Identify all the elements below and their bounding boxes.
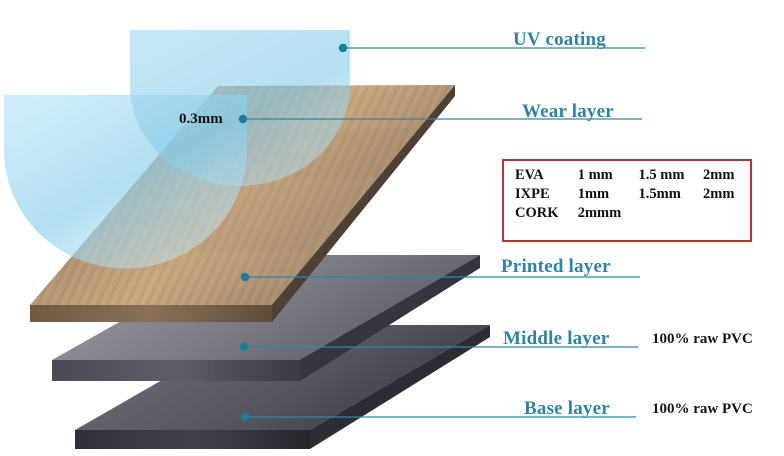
leader-dot-base	[240, 412, 250, 422]
leader-dots	[238, 43, 348, 422]
callout-label-wear-layer: Wear layer	[522, 101, 614, 122]
spec-cork-value-2	[639, 204, 704, 223]
leader-dot-uv	[338, 43, 348, 53]
spec-eva-value-1: 1 mm	[577, 167, 613, 183]
spec-material-ixpe: IXPE	[515, 186, 550, 202]
spec-eva-value-3: 2mm	[703, 167, 735, 183]
spec-ixpe-value-3: 2mm	[703, 186, 735, 202]
leader-dot-wear	[238, 114, 248, 124]
table-row: EVA 1 mm 1.5 mm 2mm	[515, 166, 750, 185]
callout-label-middle-layer: Middle layer	[503, 328, 610, 349]
callout-label-base-layer: Base layer	[524, 398, 610, 419]
spec-cork-value-1: 2mmm	[577, 205, 622, 221]
leader-lines	[243, 47, 645, 418]
uv-coating-glow	[130, 30, 350, 186]
spec-material-eva: EVA	[515, 167, 544, 183]
note-base-layer-material: 100% raw PVC	[652, 401, 753, 417]
spec-ixpe-value-2: 1.5mm	[638, 186, 681, 202]
thickness-label-0-3mm: 0.3mm	[179, 111, 223, 127]
spec-cork-value-3	[703, 204, 750, 223]
underlayment-spec-table: EVA 1 mm 1.5 mm 2mm IXPE 1mm 1.5mm 2mm C…	[515, 166, 750, 223]
spec-ixpe-value-1: 1mm	[577, 186, 610, 202]
callout-label-printed-layer: Printed layer	[501, 256, 611, 277]
note-middle-layer-material: 100% raw PVC	[652, 331, 753, 347]
callout-label-uv-coating: UV coating	[513, 29, 606, 50]
table-row: CORK 2mmm	[515, 204, 750, 223]
spec-material-cork: CORK	[515, 205, 559, 221]
leader-dot-printed	[240, 272, 250, 282]
leader-dot-middle	[239, 342, 249, 352]
table-row: IXPE 1mm 1.5mm 2mm	[515, 185, 750, 204]
underlayment-spec-box: EVA 1 mm 1.5 mm 2mm IXPE 1mm 1.5mm 2mm C…	[502, 159, 752, 242]
spec-eva-value-2: 1.5 mm	[638, 167, 685, 183]
